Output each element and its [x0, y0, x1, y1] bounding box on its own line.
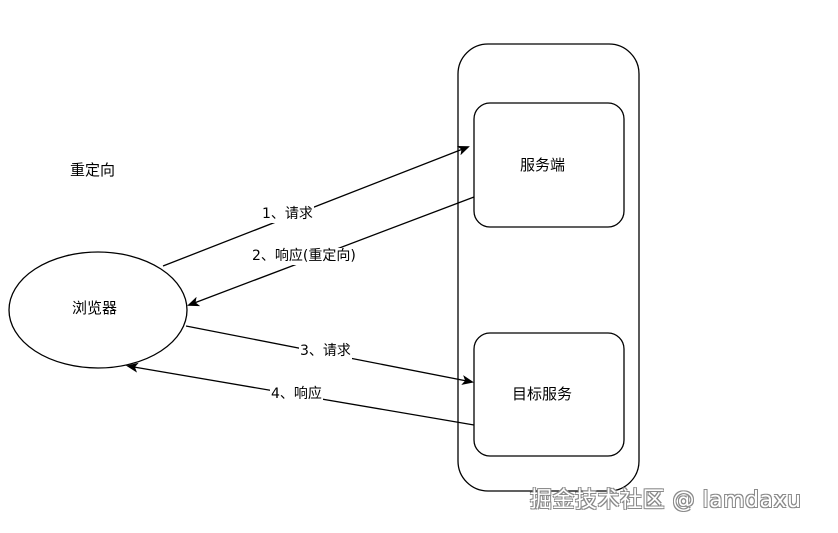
edge-4-label: 4、响应 [270, 386, 323, 403]
edge-1-label: 1、请求 [261, 206, 314, 223]
edge-3-label: 3、请求 [299, 343, 352, 360]
watermark: 掘金技术社区 @ lamdaxu [530, 488, 802, 513]
browser-node-label: 浏览器 [72, 299, 118, 317]
target-service-node [473, 332, 625, 457]
edge-2-label: 2、响应(重定向) [251, 248, 357, 265]
server-node [473, 102, 625, 228]
server-node-label: 服务端 [520, 156, 566, 174]
browser-node [8, 251, 188, 369]
diagram-title: 重定向 [70, 161, 116, 179]
target-service-node-label: 目标服务 [512, 385, 573, 403]
edge-1-request-arrow [162, 145, 470, 267]
